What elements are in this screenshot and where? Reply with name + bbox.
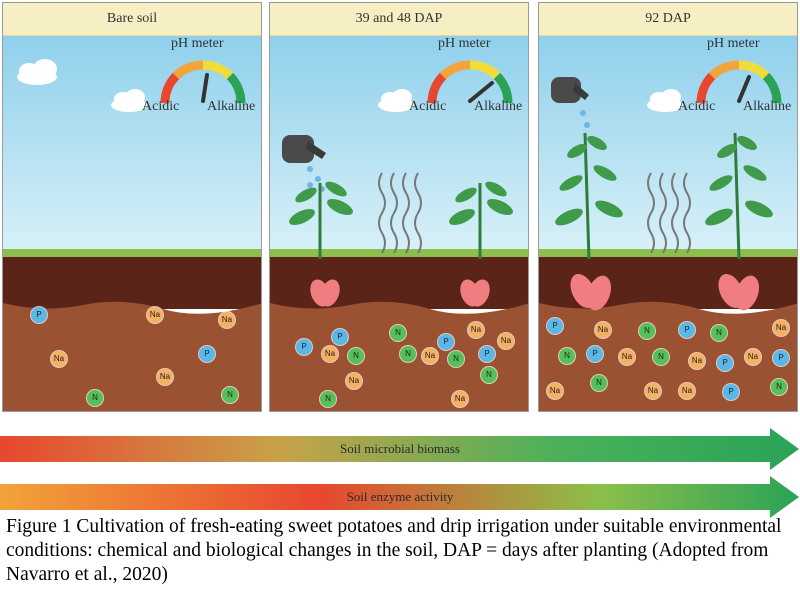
nutrient-n: N [348,348,364,364]
nutrient-na: Na [773,320,789,336]
plant-icon [289,181,513,307]
figure-caption: Figure 1 Cultivation of fresh-eating swe… [6,516,782,585]
nutrient-na: Na [51,351,67,367]
ph-acidic-label: Acidic [678,99,716,114]
nutrient-p: P [199,346,215,362]
nutrient-na: Na [547,383,563,399]
ph-gauge-icon [427,60,513,104]
nutrient-n: N [222,387,238,403]
nutrient-n: N [591,375,607,391]
nutrient-na: Na [498,333,514,349]
nutrient-n: N [559,348,575,364]
nutrient-p: P [547,318,563,334]
nutrient-n: N [448,351,464,367]
nutrient-n: N [481,367,497,383]
nutrient-p: P [479,346,495,362]
panel-39-48-dap: 39 and 48 DAP pH meter Acidic Alkaline P… [269,2,529,412]
evaporation-arrows-icon [647,172,691,254]
nutrient-p: P [296,339,312,355]
panel-title: Bare soil [3,3,261,36]
panel-scene [3,35,261,411]
nutrient-na: Na [452,391,468,407]
nutrient-na: Na [219,312,235,328]
nutrient-n: N [711,325,727,341]
nutrient-p: P [438,334,454,350]
nutrient-p: P [332,329,348,345]
nutrient-p: P [31,307,47,323]
panel-92-dap: 92 DAP pH meter Acidic Alkaline P Na N P… [538,2,798,412]
watering-can-icon [551,77,590,128]
nutrient-n: N [771,379,787,395]
nutrient-p: P [679,322,695,338]
nutrient-na: Na [322,346,338,362]
arrow-label-enzyme-activity: Soil enzyme activity [346,489,454,504]
nutrient-n: N [653,349,669,365]
panel-title: 39 and 48 DAP [270,3,528,36]
ph-gauge-icon [160,60,246,104]
ph-meter-title: pH meter [438,36,491,51]
nutrient-n: N [639,323,655,339]
nutrient-p: P [773,350,789,366]
ph-meter-title: pH meter [707,36,760,51]
arrow-label-microbial-biomass: Soil microbial biomass [340,441,460,456]
panel-scene [270,35,528,411]
nutrient-na: Na [595,322,611,338]
arrow-soil-microbial-biomass [0,428,799,470]
nutrient-na: Na [346,373,362,389]
ph-acidic-label: Acidic [409,99,447,114]
nutrient-na: Na [422,348,438,364]
nutrient-n: N [320,391,336,407]
cloud-icon [378,89,414,112]
evaporation-arrows-icon [378,172,422,254]
nutrient-na: Na [745,349,761,365]
nutrient-na: Na [619,349,635,365]
nutrient-na: Na [157,369,173,385]
arrow-soil-enzyme-activity [0,476,799,518]
nutrient-p: P [723,384,739,400]
nutrient-p: P [587,346,603,362]
cloud-icon [647,89,683,112]
panel-scene [539,35,797,411]
ph-meter-title: pH meter [171,36,224,51]
nutrient-n: N [400,346,416,362]
nutrient-na: Na [689,353,705,369]
ph-acidic-label: Acidic [142,99,180,114]
nutrient-na: Na [147,307,163,323]
ph-gauge-icon [696,60,782,104]
panel-bare-soil: Bare soil pH meter Acidic Alkaline P Na … [2,2,262,412]
nutrient-na: Na [468,322,484,338]
panel-title: 92 DAP [539,3,797,36]
nutrient-n: N [87,390,103,406]
ph-alkaline-label: Alkaline [474,99,523,114]
ph-alkaline-label: Alkaline [743,99,792,114]
nutrient-na: Na [679,383,695,399]
plant-icon [555,132,773,311]
ph-alkaline-label: Alkaline [207,99,256,114]
nutrient-n: N [390,325,406,341]
nutrient-p: P [717,355,733,371]
cloud-icon [17,59,147,112]
nutrient-na: Na [645,383,661,399]
